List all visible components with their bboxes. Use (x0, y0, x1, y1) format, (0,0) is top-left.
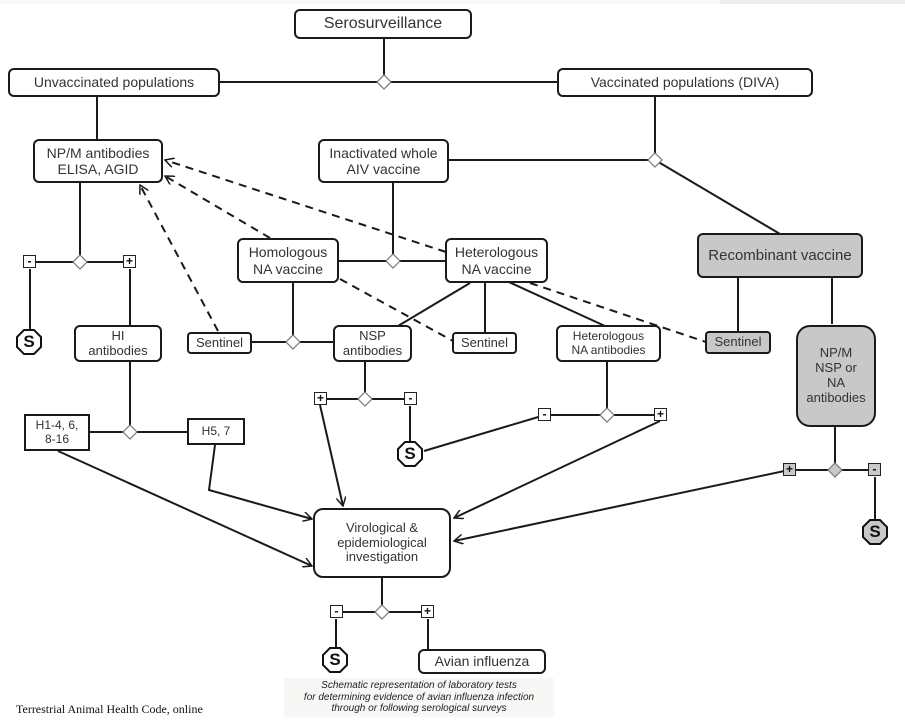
dashed-hetero-to-recomb-sentinel (529, 282, 707, 343)
arrow-nsp-pos-investigation (319, 404, 343, 506)
positive-result-marker: + (783, 463, 796, 476)
stop-label: S (869, 522, 881, 541)
connector-naab-neg-stop (423, 414, 546, 452)
sentinel-box: Sentinel (452, 332, 517, 354)
dashed-sentinel-to-npm (140, 185, 219, 332)
heterologous-na-antibodies-box: Heterologous NA antibodies (556, 325, 661, 362)
top-strip-gray (720, 0, 905, 4)
negative-result-marker: - (23, 255, 36, 268)
decision-diamond (827, 462, 843, 478)
arrow-recomb-pos-investigation (454, 469, 790, 541)
inactivated-whole-aiv-vaccine-box: Inactivated whole AIV vaccine (318, 139, 449, 183)
negative-result-marker: - (538, 408, 551, 421)
dashed-hetero-to-npm (165, 160, 447, 253)
npm-nsp-na-antibodies-box: NP/M NSP or NA antibodies (796, 325, 876, 427)
negative-result-marker: - (330, 605, 343, 618)
decision-diamond (376, 74, 392, 90)
h1-4-6-8-16-box: H1-4, 6, 8-16 (24, 414, 90, 451)
title-box-serosurveillance: Serosurveillance (294, 9, 472, 39)
decision-diamond (285, 334, 301, 350)
positive-result-marker: + (654, 408, 667, 421)
virological-investigation-box: Virological & epidemiological investigat… (313, 508, 451, 578)
stop-octagon-icon: S (397, 441, 423, 467)
decision-diamond (72, 254, 88, 270)
decision-diamond (599, 407, 615, 423)
homologous-na-vaccine-box: Homologous NA vaccine (237, 238, 339, 283)
source-credit: Terrestrial Animal Health Code, online (16, 702, 203, 716)
positive-result-marker: + (421, 605, 434, 618)
stop-label: S (404, 444, 416, 463)
heterologous-na-vaccine-box: Heterologous NA vaccine (445, 238, 548, 283)
nsp-antibodies-box: NSP antibodies (333, 325, 412, 362)
stop-octagon-icon: S (16, 329, 42, 355)
vaccinated-populations-box: Vaccinated populations (DIVA) (557, 68, 813, 97)
recombinant-sentinel-box: Sentinel (705, 331, 771, 354)
negative-result-marker: - (404, 392, 417, 405)
connector-hetero-nsp (397, 282, 471, 327)
decision-diamond (647, 152, 663, 168)
positive-result-marker: + (314, 392, 327, 405)
stop-octagon-icon: S (322, 647, 348, 673)
decision-diamond (374, 604, 390, 620)
sentinel-box: Sentinel (187, 332, 252, 354)
connector-vacc-recomb (654, 159, 781, 235)
stop-label: S (23, 332, 35, 351)
avian-influenza-box: Avian influenza (418, 649, 546, 674)
connector-hetero-naab (499, 277, 606, 327)
dashed-homo-to-npm (165, 175, 271, 239)
npm-antibodies-elisa-box: NP/M antibodies ELISA, AGID (33, 139, 163, 183)
arrow-h1-investigation (57, 450, 312, 566)
arrow-naab-pos-investigation (454, 420, 661, 518)
h5-7-box: H5, 7 (187, 418, 245, 445)
top-strip (0, 0, 720, 4)
hi-antibodies-box: HI antibodies (74, 325, 162, 362)
negative-result-marker: - (868, 463, 881, 476)
figure-caption: Schematic representation of laboratory t… (284, 678, 554, 717)
decision-diamond (385, 253, 401, 269)
positive-result-marker: + (123, 255, 136, 268)
decision-diamond (122, 424, 138, 440)
unvaccinated-populations-box: Unvaccinated populations (8, 68, 220, 97)
recombinant-vaccine-box: Recombinant vaccine (697, 233, 863, 278)
decision-diamond (357, 391, 373, 407)
stop-label: S (329, 650, 341, 669)
arrow-h5-investigation (207, 444, 312, 519)
dashed-homo-to-sentinel (339, 278, 454, 342)
stop-octagon-icon: S (862, 519, 888, 545)
